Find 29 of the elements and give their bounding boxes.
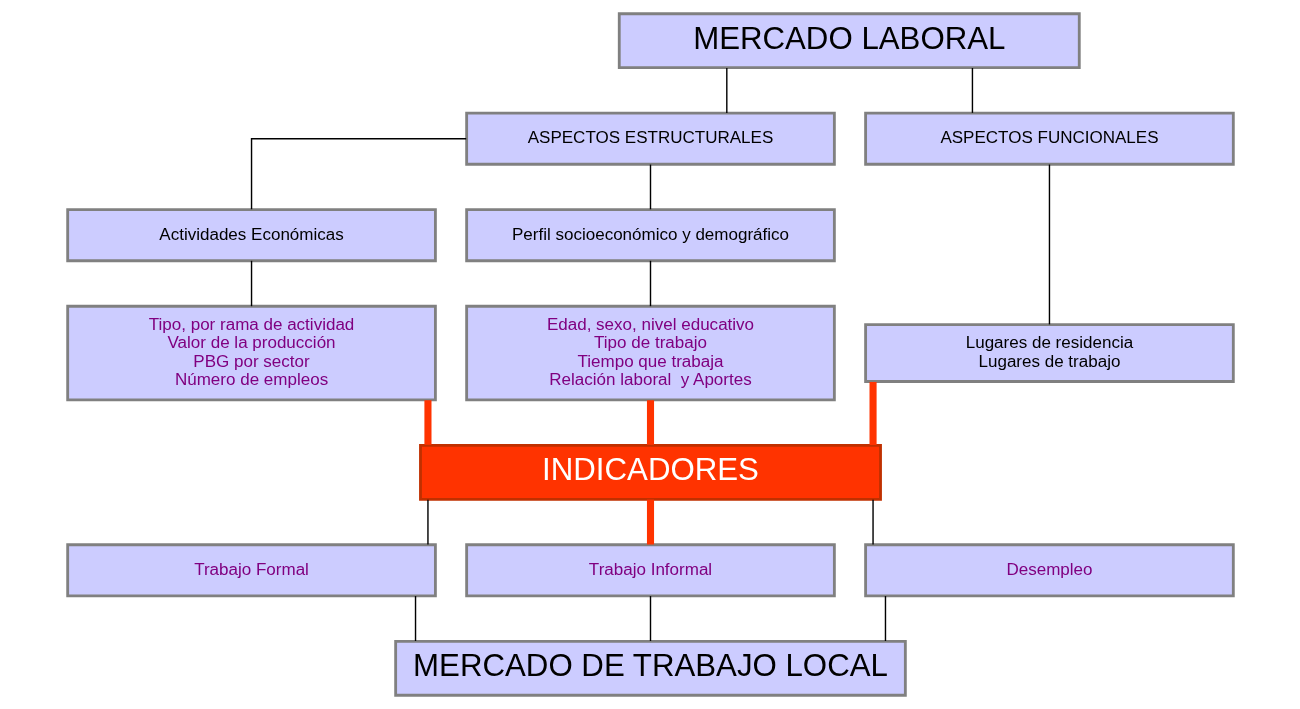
node-box: ASPECTOS ESTRUCTURALES — [464, 111, 836, 166]
connector — [250, 260, 252, 307]
node-box: Lugares de residencia Lugares de trabajo — [863, 323, 1235, 383]
node-box: MERCADO DE TRABAJO LOCAL — [393, 639, 907, 697]
node-box: MERCADO LABORAL — [617, 12, 1081, 70]
node-box: Edad, sexo, nivel educativo Tipo de trabajo Tiempo que trabaja Relación laboral y Aportes — [464, 304, 836, 402]
connector — [869, 381, 877, 445]
node-box: Desempleo — [863, 543, 1235, 598]
connector — [426, 498, 429, 546]
node-box: ASPECTOS FUNCIONALES — [863, 111, 1235, 166]
connector — [646, 400, 654, 445]
connector — [871, 498, 874, 546]
connector — [1048, 163, 1050, 326]
connector — [971, 67, 973, 114]
connector — [649, 595, 651, 642]
connector — [725, 67, 727, 114]
node-box: Tipo, por rama de actividad Valor de la producción PBG por sector Número de empleos — [65, 304, 437, 402]
connector — [423, 400, 431, 445]
connector — [649, 163, 651, 210]
connector — [646, 499, 654, 545]
node-box: INDICADORES — [418, 443, 882, 501]
connector — [250, 138, 467, 211]
node-box: Perfil socioeconómico y demográfico — [464, 208, 836, 263]
connector — [649, 260, 651, 307]
connector — [414, 595, 416, 642]
connector — [884, 595, 886, 642]
node-box: Trabajo Formal — [65, 543, 437, 598]
node-box: Actividades Económicas — [65, 208, 437, 263]
node-box: Trabajo Informal — [464, 543, 836, 598]
